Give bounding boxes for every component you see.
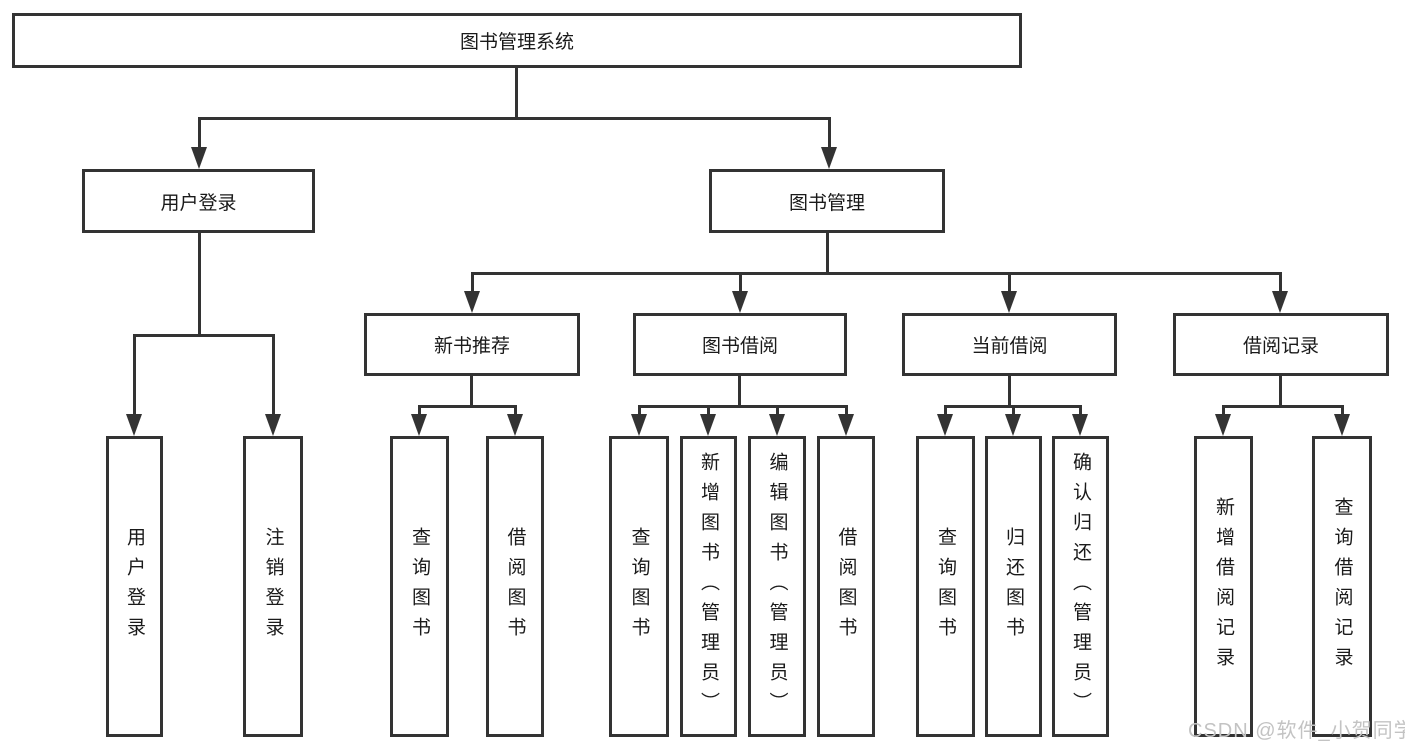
connector-line	[1223, 405, 1343, 408]
connector-line	[638, 405, 641, 415]
node-label: 查询图书	[628, 526, 650, 647]
connector-line	[1279, 272, 1282, 293]
node-label: 借阅图书	[504, 526, 526, 647]
connector-line	[1222, 405, 1225, 415]
arrow-down-icon	[838, 414, 854, 436]
node-label: 新增图书（管理员）	[698, 451, 719, 722]
connector-line	[419, 405, 517, 408]
node-user-login-leaf: 用户登录	[106, 436, 163, 737]
connector-line	[198, 117, 831, 120]
connector-line	[1008, 272, 1011, 293]
connector-line	[471, 272, 474, 293]
arrow-down-icon	[700, 414, 716, 436]
node-label: 归还图书	[1003, 526, 1024, 647]
node-label: 编辑图书（管理员）	[766, 451, 788, 722]
connector-line	[944, 405, 947, 415]
arrow-down-icon	[1001, 291, 1017, 313]
connector-line	[1008, 376, 1011, 407]
connector-line	[1012, 405, 1015, 415]
arrow-down-icon	[126, 414, 142, 436]
node-borrow-books: 借阅图书	[486, 436, 544, 737]
connector-line	[707, 405, 710, 415]
connector-line	[470, 376, 473, 407]
node-library-system: 图书管理系统	[12, 13, 1022, 68]
node-add-borrow-record: 新增借阅记录	[1194, 436, 1253, 737]
connector-line	[828, 117, 831, 147]
csdn-watermark: CSDN @软件_小贺同学	[1188, 720, 1405, 742]
node-label: 查询图书	[409, 526, 430, 647]
connector-line	[1341, 405, 1344, 415]
node-label: 当前借阅	[971, 336, 1048, 357]
arrow-down-icon	[821, 147, 837, 169]
connector-line	[514, 405, 517, 415]
arrow-down-icon	[191, 147, 207, 169]
connector-line	[845, 405, 848, 415]
connector-line	[738, 376, 741, 407]
arrow-down-icon	[464, 291, 480, 313]
node-query-books: 查询图书	[916, 436, 975, 737]
connector-line	[198, 117, 201, 147]
node-return-books: 归还图书	[985, 436, 1042, 737]
connector-line	[418, 405, 421, 415]
node-label: 用户登录	[124, 526, 145, 647]
arrow-down-icon	[1334, 414, 1350, 436]
node-borrow-records: 借阅记录	[1173, 313, 1389, 376]
node-label: 用户登录	[160, 192, 237, 214]
node-label: 图书借阅	[701, 336, 778, 357]
arrow-down-icon	[937, 414, 953, 436]
node-borrow-books: 借阅图书	[817, 436, 875, 737]
node-label: 新增借阅记录	[1213, 496, 1234, 677]
node-edit-books-admin: 编辑图书（管理员）	[748, 436, 806, 737]
node-query-books: 查询图书	[390, 436, 449, 737]
node-new-book-recommend: 新书推荐	[364, 313, 580, 376]
arrow-down-icon	[1215, 414, 1231, 436]
arrow-down-icon	[1272, 291, 1288, 313]
node-label: 查询借阅记录	[1331, 496, 1353, 677]
node-label: 注销登录	[262, 526, 284, 647]
connector-line	[133, 334, 136, 415]
node-book-management: 图书管理	[709, 169, 945, 233]
node-add-books-admin: 新增图书（管理员）	[680, 436, 737, 737]
node-label: 图书管理	[788, 192, 865, 214]
arrow-down-icon	[1005, 414, 1021, 436]
arrow-down-icon	[265, 414, 281, 436]
node-label: 查询图书	[935, 526, 956, 647]
arrow-down-icon	[769, 414, 785, 436]
connector-line	[134, 334, 275, 337]
connector-line	[776, 405, 779, 415]
arrow-down-icon	[732, 291, 748, 313]
node-label: 借阅图书	[835, 526, 857, 647]
node-logout: 注销登录	[243, 436, 303, 737]
connector-line	[1279, 376, 1282, 407]
node-current-borrow: 当前借阅	[902, 313, 1117, 376]
node-confirm-return-admin: 确认归还（管理员）	[1052, 436, 1109, 737]
node-query-books: 查询图书	[609, 436, 669, 737]
node-label: 借阅记录	[1242, 336, 1319, 357]
connector-line	[272, 334, 275, 415]
connector-line	[198, 233, 201, 336]
arrow-down-icon	[1072, 414, 1088, 436]
connector-line	[471, 272, 1282, 275]
connector-line	[515, 68, 518, 120]
node-user-login: 用户登录	[82, 169, 315, 233]
connector-line	[1079, 405, 1082, 415]
node-label: 图书管理系统	[459, 32, 574, 53]
node-label: 确认归还（管理员）	[1070, 451, 1091, 722]
connector-line	[639, 405, 847, 408]
node-book-borrow: 图书借阅	[633, 313, 847, 376]
node-label: 新书推荐	[433, 336, 510, 357]
arrow-down-icon	[631, 414, 647, 436]
arrow-down-icon	[411, 414, 427, 436]
node-query-borrow-record: 查询借阅记录	[1312, 436, 1372, 737]
arrow-down-icon	[507, 414, 523, 436]
connector-line	[826, 233, 829, 274]
connector-line	[739, 272, 742, 293]
